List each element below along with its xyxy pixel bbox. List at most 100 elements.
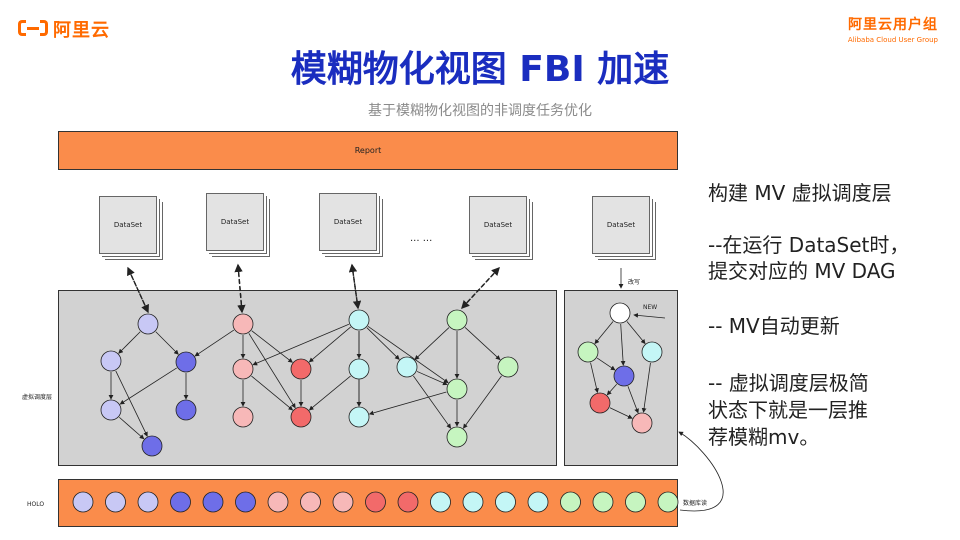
dag-edge	[641, 362, 651, 413]
dag-edge	[594, 321, 614, 345]
dag-edge	[155, 331, 179, 355]
dag-edge	[590, 362, 599, 394]
new-arrow	[633, 312, 666, 319]
dag-edge	[413, 375, 452, 429]
user-group-logo-cn: 阿里云用户组	[848, 17, 938, 33]
holo-node	[365, 491, 386, 513]
dataset-card-3: DataSet	[319, 193, 377, 251]
virtual-layer-label: 虚拟调度层	[22, 394, 53, 401]
holo-node	[170, 491, 191, 513]
note-6: 状态下就是一层推	[708, 398, 868, 422]
dag-edge	[118, 331, 141, 354]
dataset-label: DataSet	[483, 221, 513, 229]
dataset-card-5: DataSet	[592, 196, 650, 254]
dag-node	[232, 406, 254, 428]
dag-node	[348, 406, 370, 428]
dataset-ellipsis: ... ...	[410, 233, 433, 244]
note-7: 荐模糊mv。	[708, 425, 820, 449]
dag-node	[175, 351, 197, 373]
dataset-link-edge	[461, 266, 500, 309]
dag-edge	[251, 330, 293, 363]
holo-node	[137, 491, 159, 513]
dag-edge	[308, 375, 351, 411]
dag-edge	[366, 327, 400, 360]
note-5: -- 虚拟调度层极简	[708, 371, 869, 395]
dag-edge	[416, 371, 448, 386]
dataset-label: DataSet	[220, 218, 250, 226]
dataset-card-2: DataSet	[206, 193, 264, 251]
holo-node	[267, 491, 289, 513]
holo-node	[625, 491, 646, 513]
holo-node	[462, 491, 484, 513]
dataset-card-4: DataSet	[469, 196, 527, 254]
dag-node	[497, 356, 519, 378]
note-4: -- MV自动更新	[708, 314, 840, 338]
holo-node	[202, 491, 224, 513]
dag-node	[290, 406, 312, 428]
holo-node	[235, 491, 256, 513]
dag-node	[446, 378, 468, 400]
holo-node	[430, 491, 451, 513]
dag-edge	[251, 375, 294, 411]
dag-node	[613, 365, 635, 387]
dag-node	[290, 358, 312, 380]
alibaba-cloud-logo: 阿里云	[18, 12, 110, 46]
new-label: NEW	[643, 304, 658, 311]
alibaba-cloud-mark-icon	[18, 18, 48, 40]
note-2: --在运行 DataSet时，	[708, 233, 910, 257]
dag-node	[232, 358, 254, 380]
dag-edge	[367, 326, 449, 384]
dag-node	[137, 313, 159, 335]
db-read-label: 数据库读	[683, 500, 708, 507]
dag-node	[100, 350, 122, 372]
dag-edge	[463, 375, 502, 429]
report-label: Report	[354, 146, 382, 155]
holo-node	[495, 491, 516, 513]
dag-edge	[464, 327, 501, 361]
dag-node	[446, 426, 468, 448]
dag-edge	[620, 323, 626, 366]
alibaba-cloud-logo-text: 阿里云	[53, 20, 110, 41]
dag-node	[175, 399, 197, 421]
db-read-arrow	[678, 431, 724, 512]
holo-node	[527, 491, 549, 513]
slide-title: 模糊物化视图 FBI 加速	[290, 49, 670, 90]
dag-edge	[119, 416, 145, 440]
dataset-label: DataSet	[113, 221, 143, 229]
dataset-card-1: DataSet	[99, 196, 157, 254]
dataset-label: DataSet	[606, 221, 636, 229]
holo-node	[72, 491, 94, 513]
note-1: 构建 MV 虚拟调度层	[708, 181, 892, 205]
dataset-label: DataSet	[333, 218, 363, 226]
dag-edge	[115, 370, 148, 437]
holo-node	[397, 491, 419, 513]
holo-node	[560, 491, 581, 513]
holo-label: HOLO	[27, 501, 45, 508]
dag-node	[577, 341, 599, 363]
holo-node	[300, 491, 321, 513]
rewrite-label: 改写	[628, 279, 641, 286]
dag-node	[232, 313, 254, 335]
dag-node	[609, 302, 631, 324]
dag-node	[348, 358, 370, 380]
dag-edge	[308, 326, 351, 363]
dag-edge	[119, 367, 177, 405]
note-3: 提交对应的 MV DAG	[708, 259, 896, 283]
dag-node	[446, 309, 468, 331]
dag-edge	[368, 391, 447, 416]
holo-node	[332, 491, 354, 513]
dataset-link-edge	[348, 263, 359, 309]
report-bar: Report	[58, 131, 678, 170]
dag-edge	[248, 333, 296, 409]
dag-node	[631, 412, 653, 434]
dag-edge	[609, 407, 633, 419]
dag-node	[589, 392, 611, 414]
holo-node	[105, 491, 126, 513]
dag-node	[100, 399, 122, 421]
dag-edge	[414, 327, 450, 361]
dag-edge	[626, 321, 646, 345]
dag-node	[141, 435, 163, 457]
dataset-link-edge	[127, 266, 149, 313]
dag-edge	[606, 383, 617, 396]
